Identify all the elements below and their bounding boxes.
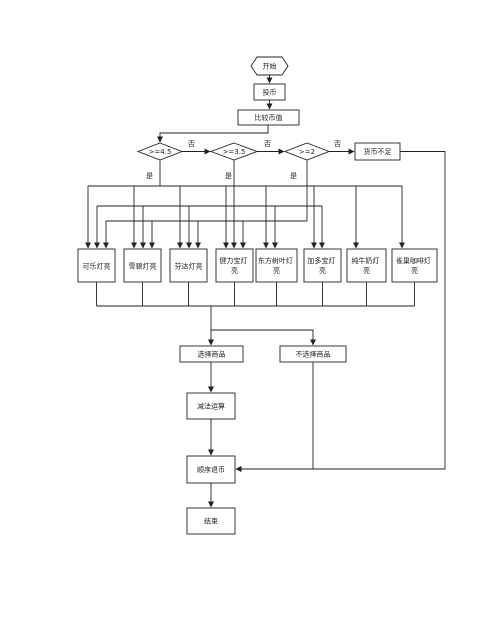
- decision-ge-2-label: >=2: [299, 148, 315, 156]
- product-box-jianlibao: [215, 248, 254, 283]
- decision-ge-4-5-label: >=4.5: [149, 148, 172, 156]
- compare-coin-label: 比较币值: [255, 113, 283, 122]
- end-label: 结束: [204, 517, 218, 526]
- insert-coin-label: 投币: [263, 88, 277, 97]
- yes-label-2: 是: [290, 172, 297, 180]
- no-label-35: 否: [264, 140, 271, 148]
- no-label-2: 否: [334, 140, 341, 148]
- product-label-jiaduobao: 加多宝灯 亮: [307, 256, 337, 275]
- product-row: 可乐灯亮 雪碧灯亮 芬达灯亮 健力宝灯 亮 东方树叶灯 亮 加多宝灯 亮 纯牛奶…: [77, 248, 438, 283]
- end-box: [186, 507, 236, 535]
- select-item-box: [179, 345, 244, 363]
- product-label-coffee: 雀巢咖啡灯 亮: [396, 256, 433, 275]
- no-label-45: 否: [188, 140, 195, 148]
- arrow-not-select-to-return: [235, 362, 314, 472]
- arrow-insufficient-to-return: [235, 151, 446, 472]
- arrow-merge-to-not-select: [211, 329, 316, 346]
- not-select-item-label: 不选择商品: [296, 350, 331, 359]
- product-box-jiaduobao: [303, 248, 342, 283]
- product-box-fanta: [169, 248, 208, 283]
- yes-label-35: 是: [225, 172, 232, 180]
- start-label: 开始: [263, 62, 277, 71]
- product-label-milk: 纯牛奶灯 亮: [351, 256, 381, 275]
- select-item-label: 选择商品: [198, 350, 226, 359]
- return-coins-label: 顺序退币: [197, 465, 225, 474]
- product-label-jianlibao: 健力宝灯 亮: [219, 256, 249, 275]
- start-node: [250, 56, 289, 76]
- product-label-cola: 可乐灯亮: [83, 262, 111, 271]
- product-box-dongfang-tea: [255, 248, 298, 283]
- arrow-compare-to-decision-45: [157, 125, 269, 143]
- product-label-sprite: 雪碧灯亮: [129, 262, 157, 271]
- product-label-fanta: 芬达灯亮: [175, 262, 203, 271]
- decision-ge-3-5-label: >=3.5: [223, 148, 246, 156]
- product-label-dongfang-tea: 东方树叶灯 亮: [258, 256, 295, 275]
- product-box-coffee: [391, 248, 438, 283]
- yes-label-45: 是: [146, 172, 153, 180]
- subtract-label: 减法运算: [197, 402, 225, 411]
- product-box-cola: [77, 248, 116, 283]
- product-box-sprite: [123, 248, 162, 283]
- product-box-milk: [346, 248, 387, 283]
- compare-coin-box: [237, 109, 300, 126]
- subtract-box: [186, 392, 236, 420]
- return-coins-box: [186, 455, 236, 484]
- insufficient-label: 货币不足: [364, 147, 392, 156]
